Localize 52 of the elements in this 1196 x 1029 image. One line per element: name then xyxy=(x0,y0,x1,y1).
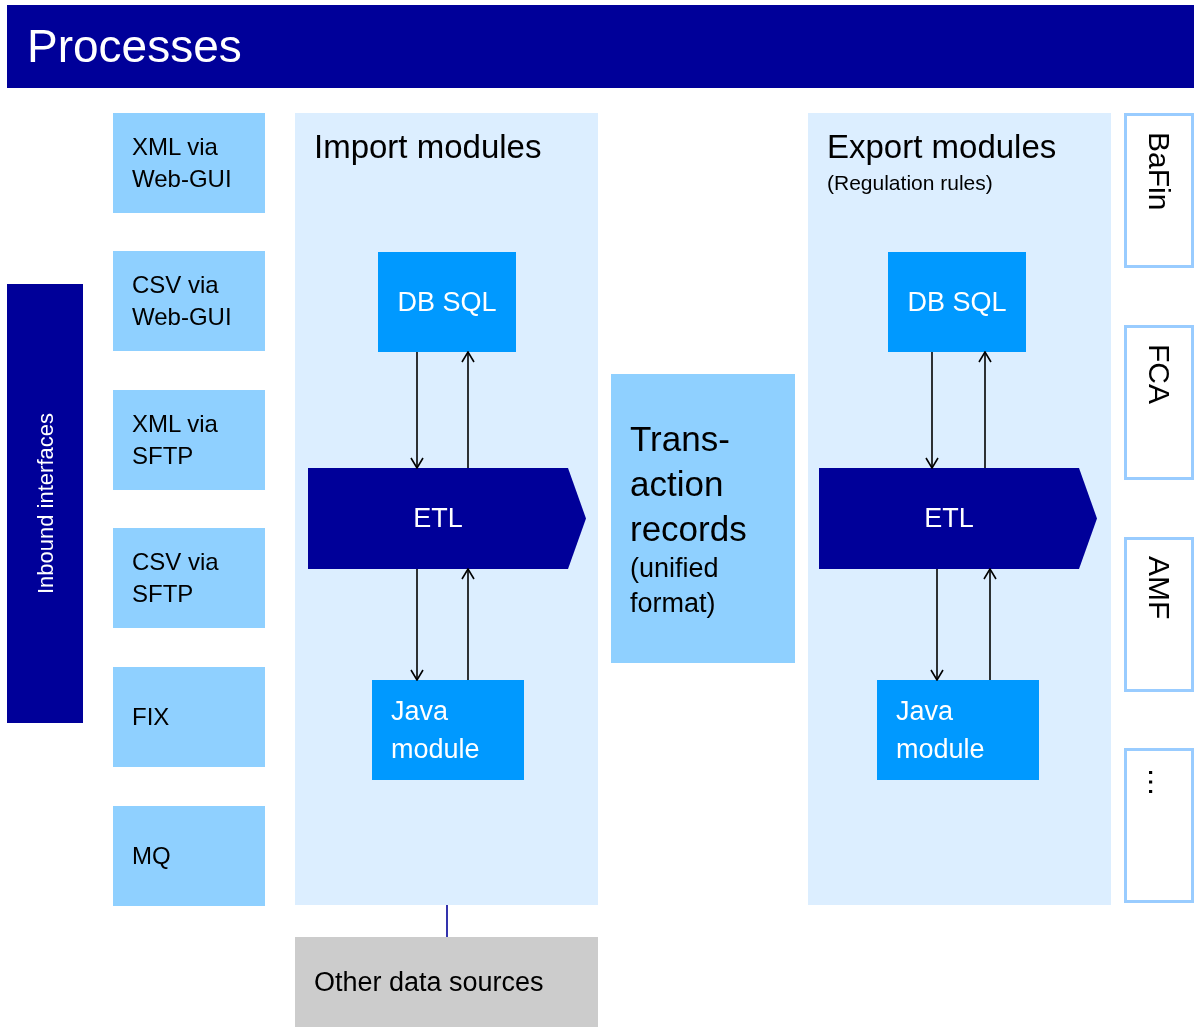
node-label: ETL xyxy=(413,502,464,536)
database-box xyxy=(888,252,1026,352)
arrow xyxy=(410,351,424,469)
node-label: FCA xyxy=(1141,344,1177,406)
node-label: Java module xyxy=(391,695,481,766)
node-label: Inbound interfaces xyxy=(31,413,59,594)
regulator-box xyxy=(1124,113,1194,268)
regulator-box xyxy=(1124,748,1194,903)
node-label: … xyxy=(1141,767,1177,799)
node-label: BaFin xyxy=(1141,132,1177,213)
node-label: AMF xyxy=(1141,556,1177,622)
node-label: ETL xyxy=(924,502,975,536)
node-label: XML via SFTP xyxy=(132,409,219,471)
regulator-box xyxy=(1124,537,1194,692)
database-box xyxy=(378,252,516,352)
arrow xyxy=(461,351,475,469)
connector-line xyxy=(446,904,448,938)
node-label: FIX xyxy=(132,702,171,732)
module-box xyxy=(372,680,524,780)
arrow xyxy=(925,351,939,469)
node-label: CSV via SFTP xyxy=(132,547,220,609)
arrow xyxy=(410,568,424,681)
title: Processes xyxy=(27,19,242,74)
node-label: MQ xyxy=(132,841,172,871)
regulator-box xyxy=(1124,325,1194,480)
arrow xyxy=(978,351,992,469)
node-subtitle: (unified format) xyxy=(630,552,720,620)
interface-box xyxy=(113,113,265,213)
node-label: Import modules xyxy=(314,127,543,167)
node-label: CSV via Web-GUI xyxy=(132,270,233,332)
node-label: DB SQL xyxy=(397,285,497,319)
interface-band xyxy=(7,284,83,723)
module-panel xyxy=(295,113,598,905)
module-box xyxy=(877,680,1039,780)
interface-box xyxy=(113,251,265,351)
node-label: Export modules xyxy=(827,127,1058,167)
interface-box xyxy=(113,667,265,767)
node-label: Other data sources xyxy=(314,965,544,999)
module-panel xyxy=(808,113,1111,905)
node-label: DB SQL xyxy=(907,285,1007,319)
interface-box xyxy=(113,806,265,906)
node-label: XML via Web-GUI xyxy=(132,132,233,194)
arrow xyxy=(461,568,475,681)
node-label: Java module xyxy=(896,695,986,766)
arrow xyxy=(983,568,997,681)
source-box xyxy=(295,937,598,1027)
arrow xyxy=(930,568,944,681)
node-subtitle: (Regulation rules) xyxy=(827,170,994,196)
interface-box xyxy=(113,528,265,628)
interface-box xyxy=(113,390,265,490)
node-label: Trans-action records xyxy=(630,418,748,550)
records-box xyxy=(611,374,795,663)
